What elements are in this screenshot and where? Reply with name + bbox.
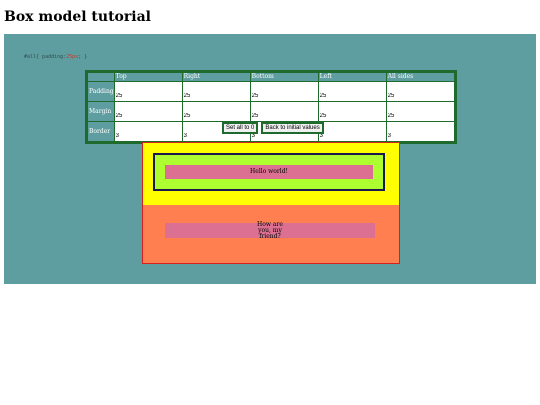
column-header-top: Top: [114, 73, 182, 81]
padding-left-input[interactable]: [318, 93, 385, 99]
margin-bottom-input[interactable]: [250, 113, 317, 119]
padding-bottom-input[interactable]: [250, 93, 317, 99]
yellow-box: Hello world!: [143, 143, 399, 205]
box-properties-table: Top Right Bottom Left All sides Padding …: [85, 70, 457, 144]
table-row-padding: Padding: [88, 82, 454, 101]
action-buttons: Set all to 0 Back to initial values: [222, 122, 324, 134]
css-code-display: #all{ padding:25px; }: [24, 54, 87, 60]
border-bottom-input[interactable]: [250, 133, 317, 139]
css-selector-text: #all{ padding:: [24, 54, 67, 60]
margin-left-input[interactable]: [318, 113, 385, 119]
border-top-input[interactable]: [114, 133, 181, 139]
column-header-right: Right: [182, 73, 250, 81]
css-padding-value: 25px: [66, 54, 79, 60]
green-box: Hello world!: [153, 153, 385, 191]
border-left-input[interactable]: [318, 133, 385, 139]
row-label-padding: Padding: [88, 82, 114, 101]
table-row-border: Border: [88, 122, 454, 141]
css-rest-text: ; }: [78, 54, 88, 60]
border-right-input[interactable]: [182, 133, 249, 139]
table-corner-cell: [88, 73, 114, 81]
margin-all-input[interactable]: [386, 113, 453, 119]
column-header-left: Left: [318, 73, 386, 81]
padding-top-input[interactable]: [114, 93, 181, 99]
margin-right-input[interactable]: [182, 113, 249, 119]
friend-text: How are you, my friend?: [257, 220, 283, 240]
page-title: Box model tutorial: [4, 9, 151, 25]
tutorial-panel: #all{ padding:25px; } Top Right Bottom L…: [4, 34, 536, 284]
border-all-input[interactable]: [386, 133, 453, 139]
outer-box: Hello world! How are you, my friend?: [142, 142, 400, 264]
padding-all-input[interactable]: [386, 93, 453, 99]
hello-box: Hello world!: [165, 165, 373, 179]
margin-top-input[interactable]: [114, 113, 181, 119]
column-header-all-sides: All sides: [386, 73, 454, 81]
column-header-bottom: Bottom: [250, 73, 318, 81]
row-label-border: Border: [88, 122, 114, 141]
table-header-row: Top Right Bottom Left All sides: [88, 73, 454, 81]
padding-right-input[interactable]: [182, 93, 249, 99]
row-label-margin: Margin: [88, 102, 114, 121]
friend-box: How are you, my friend?: [165, 220, 375, 240]
table-row-margin: Margin: [88, 102, 454, 121]
hello-text: Hello world!: [250, 168, 288, 175]
reset-values-button[interactable]: Back to initial values: [261, 122, 324, 134]
set-all-zero-button[interactable]: Set all to 0: [222, 122, 259, 134]
